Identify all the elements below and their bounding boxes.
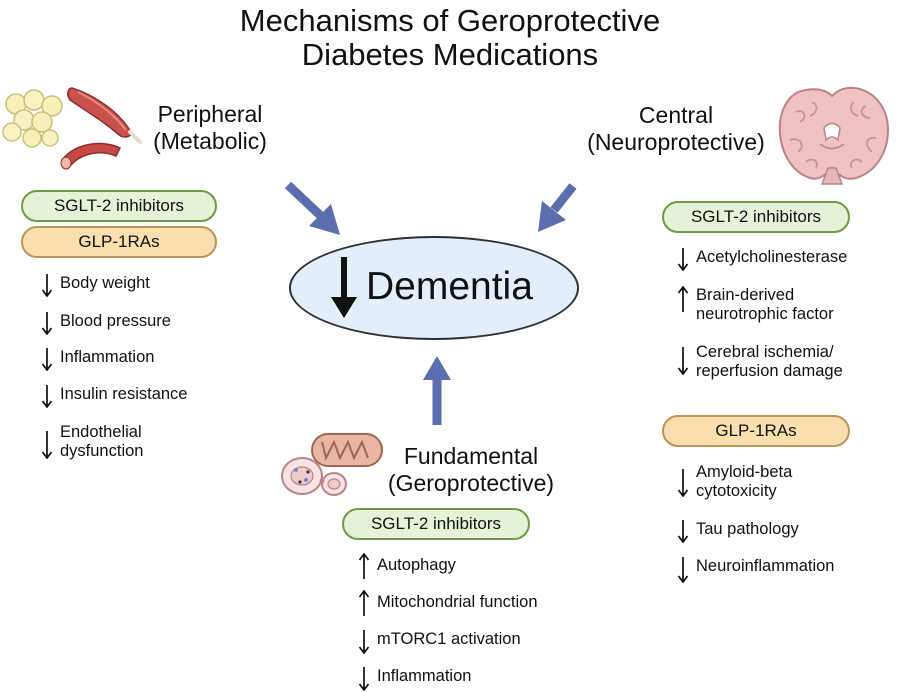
down-arrow-icon (41, 385, 53, 408)
arrow-central-to-dementia (538, 183, 577, 232)
down-arrow-icon (677, 557, 689, 583)
down-arrow-icon (331, 257, 357, 318)
down-arrow-icon (677, 248, 689, 271)
down-arrow-icon (358, 667, 370, 691)
central-heading-line-1: Central (638, 102, 714, 128)
peripheral-heading-line-1: Peripheral (157, 101, 263, 127)
down-arrow-icon (41, 348, 53, 371)
mitochondria-icon (311, 433, 383, 467)
blood-vessel-icon (60, 142, 122, 170)
effect-label: Body weight (60, 274, 150, 292)
arrow-peripheral-to-dementia (284, 181, 340, 235)
down-arrow-icon (41, 431, 53, 459)
peripheral-illustration (2, 87, 142, 170)
effect-label-line-1: Amyloid-beta (696, 463, 793, 481)
effect-label-line-2: reperfusion damage (696, 362, 843, 380)
fundamental-illustration (281, 433, 383, 496)
effect-label: Inflammation (377, 667, 472, 685)
fundamental-sglt2-pill: SGLT-2 inhibitors (342, 508, 530, 540)
up-arrow-icon (358, 590, 370, 616)
up-arrow-icon (677, 286, 689, 312)
title-line-1: Mechanisms of Geroprotective (239, 3, 661, 38)
down-arrow-icon (41, 274, 53, 297)
peripheral-heading: Peripheral (Metabolic) (140, 101, 280, 155)
effect-label: Autophagy (377, 556, 456, 574)
central-glp1-pill: GLP-1RAs (662, 415, 850, 447)
cell-icon (281, 457, 347, 496)
down-arrow-icon (677, 469, 689, 497)
dementia-label: Dementia (366, 265, 533, 308)
effect-label: Blood pressure (60, 312, 171, 330)
effect-label-line-2: cytotoxicity (696, 482, 777, 500)
effect-label: Inflammation (60, 348, 155, 366)
arrow-fundamental-to-dementia (423, 356, 451, 425)
down-arrow-icon (677, 347, 689, 375)
effect-label: Mitochondrial function (377, 593, 538, 611)
peripheral-sglt2-pill: SGLT-2 inhibitors (21, 190, 217, 222)
effect-label-line-2: neurotrophic factor (696, 305, 834, 323)
fat-cells-icon (2, 89, 63, 148)
effect-label-line-2: dysfunction (60, 442, 144, 460)
peripheral-glp1-pill: GLP-1RAs (21, 226, 217, 258)
brain-icon (778, 86, 890, 185)
effect-label: Insulin resistance (60, 385, 188, 403)
effect-label: Neuroinflammation (696, 557, 835, 575)
effect-label-line-1: Cerebral ischemia/ (696, 343, 834, 361)
down-arrow-icon (41, 312, 53, 335)
effect-label-line-1: Brain-derived (696, 286, 795, 304)
central-heading-line-2: (Neuroprotective) (587, 129, 765, 155)
fundamental-heading-line-1: Fundamental (403, 443, 539, 469)
fundamental-heading-line-2: (Geroprotective) (387, 470, 555, 496)
effect-label: mTORC1 activation (377, 630, 521, 648)
muscle-icon (67, 87, 142, 144)
effect-label: Acetylcholinesterase (696, 248, 848, 266)
down-arrow-icon (358, 630, 370, 654)
effect-label: Tau pathology (696, 520, 799, 538)
title-line-2: Diabetes Medications (301, 37, 599, 72)
down-arrow-icon (677, 520, 689, 543)
diagram-title: Mechanisms of Geroprotective Diabetes Me… (0, 4, 900, 72)
central-sglt2-pill: SGLT-2 inhibitors (662, 201, 850, 233)
up-arrow-icon (358, 553, 370, 579)
peripheral-heading-line-2: (Metabolic) (153, 128, 267, 154)
dementia-ellipse (289, 236, 579, 340)
central-heading: Central (Neuroprotective) (576, 102, 776, 156)
effect-label-line-1: Endothelial (60, 423, 142, 441)
fundamental-heading: Fundamental (Geroprotective) (376, 443, 566, 497)
